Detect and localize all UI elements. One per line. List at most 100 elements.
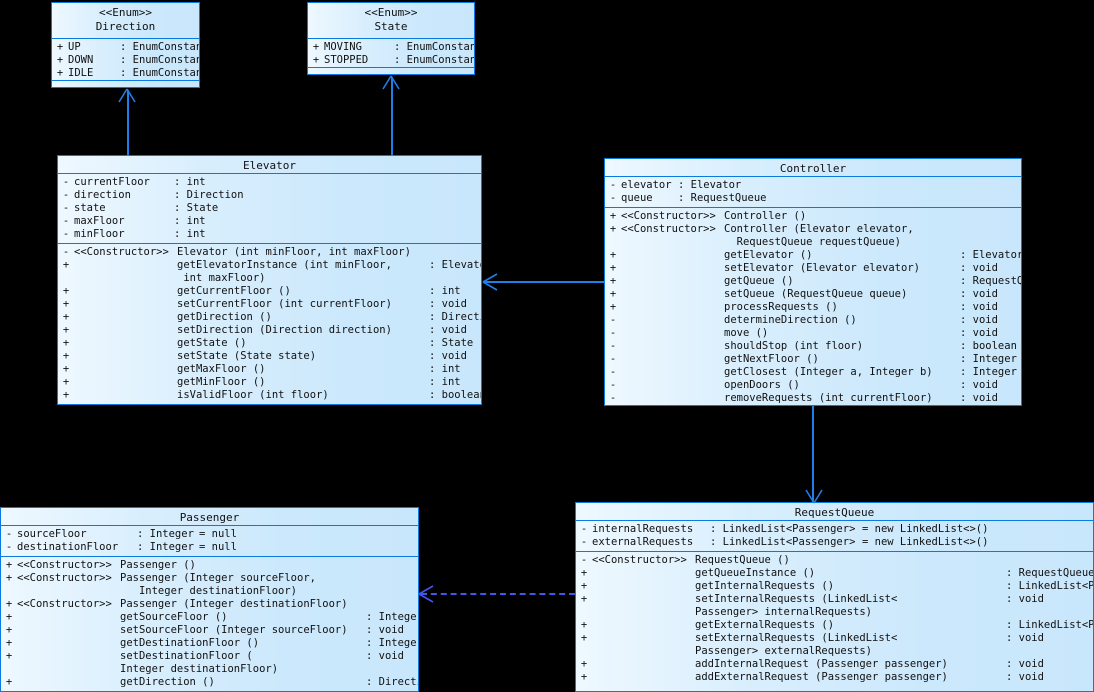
operation-row: + setState (State state) : void xyxy=(58,350,481,363)
visibility-marker: + xyxy=(312,41,320,53)
visibility-marker: - xyxy=(62,228,70,240)
visibility-marker: + xyxy=(580,593,588,605)
class-box-controller[interactable]: Controller - elevator : Elevator - queue… xyxy=(604,158,1022,406)
operation-return-type: : Direction xyxy=(429,311,481,323)
attribute-type: : int xyxy=(174,176,206,188)
operations-list: +<<Constructor>>Passenger () + <<Construct… xyxy=(1,557,418,691)
operation-signature: Passenger (Integer destinationFloor) xyxy=(120,598,348,610)
attribute-name: STOPPED xyxy=(324,54,369,66)
visibility-marker: - xyxy=(580,554,588,566)
operation-row: +setDestinationFloor ( Integer destinati… xyxy=(1,650,418,676)
operation-row: +<<Constructor>>Passenger () xyxy=(1,559,418,572)
operation-return-type: : Direction xyxy=(366,676,418,688)
operation-return-type: : Integer xyxy=(366,637,418,649)
operation-return-type: : void xyxy=(366,624,404,636)
class-box-requestqueue[interactable]: RequestQueue - internalRequests : Linked… xyxy=(575,502,1094,692)
visibility-marker: + xyxy=(62,363,70,375)
attributes-compartment-direction: + UP : EnumConstant + DOWN : EnumConstan… xyxy=(52,39,199,81)
attribute-default: = new LinkedList<>() xyxy=(862,536,989,548)
attribute-row: + IDLE : EnumConstant xyxy=(52,67,199,80)
visibility-marker: + xyxy=(62,350,70,362)
operation-signature: setQueue (RequestQueue queue) xyxy=(724,288,908,300)
operation-row: +setCurrentFloor (int currentFloor): voi… xyxy=(58,298,481,311)
visibility-marker: + xyxy=(5,598,13,610)
attribute-type: : Direction xyxy=(174,189,244,201)
operation-row: -<<Constructor>>RequestQueue () xyxy=(576,554,1093,567)
visibility-marker: + xyxy=(580,658,588,670)
operation-row: +getDestinationFloor (): Integer xyxy=(1,637,418,650)
operation-row: +getExternalRequests (): LinkedList<Pass… xyxy=(576,619,1093,632)
class-header-requestqueue: RequestQueue xyxy=(576,503,1093,521)
operation-stereotype: <<Constructor>> xyxy=(621,223,716,235)
operation-signature: shouldStop (int floor) xyxy=(724,340,864,352)
operation-signature: setSourceFloor (Integer sourceFloor) xyxy=(120,624,348,636)
visibility-marker: - xyxy=(609,392,617,404)
class-box-direction[interactable]: <<Enum>> Direction + UP : EnumConstant +… xyxy=(51,2,200,88)
class-box-state[interactable]: <<Enum>> State + MOVING : EnumConstant +… xyxy=(307,2,475,75)
operation-stereotype: <<Constructor>> xyxy=(17,598,112,610)
visibility-marker: - xyxy=(5,528,13,540)
operations-compartment-state xyxy=(308,68,474,74)
visibility-marker: - xyxy=(609,379,617,391)
attribute-name: MOVING xyxy=(324,41,362,53)
operation-row: +isValidFloor (int floor): boolean xyxy=(58,389,481,402)
operation-signature: determineDirection () xyxy=(724,314,857,326)
attribute-name: currentFloor xyxy=(74,176,150,188)
visibility-marker: + xyxy=(609,262,617,274)
operation-row: +addExternalRequest (Passenger passenger… xyxy=(576,671,1093,684)
attribute-type: : EnumConstant xyxy=(120,54,199,66)
attributes-compartment-controller: - elevator : Elevator - queue : RequestQ… xyxy=(605,177,1021,208)
visibility-marker: + xyxy=(56,54,64,66)
attribute-type: : LinkedList<Passenger> xyxy=(710,536,856,548)
operation-return-type: : void xyxy=(960,262,998,274)
operation-row: +getSourceFloor (): Integer xyxy=(1,611,418,624)
visibility-marker: + xyxy=(5,624,13,636)
operation-signature: getState () xyxy=(177,337,247,349)
operation-row: +getState (): State xyxy=(58,337,481,350)
operation-row: +setQueue (RequestQueue queue): void xyxy=(605,288,1021,301)
attribute-row: - minFloor : int xyxy=(58,228,481,241)
class-box-elevator[interactable]: Elevator - currentFloor : int - directio… xyxy=(57,155,482,405)
attribute-type: : Integer xyxy=(137,541,194,553)
attribute-name: destinationFloor xyxy=(17,541,119,553)
attributes-compartment-state: + MOVING : EnumConstant + STOPPED : Enum… xyxy=(308,39,474,68)
operation-row: +getCurrentFloor (): int xyxy=(58,285,481,298)
visibility-marker: + xyxy=(609,249,617,261)
class-header-controller: Controller xyxy=(605,159,1021,177)
operation-row: +<<Constructor>>Controller () xyxy=(605,210,1021,223)
visibility-marker: + xyxy=(609,210,617,222)
operation-signature: Elevator (int minFloor, int maxFloor) xyxy=(177,246,411,258)
visibility-marker: + xyxy=(312,54,320,66)
visibility-marker: - xyxy=(62,246,70,258)
operations-list: -<<Constructor>>RequestQueue ()+getQueue… xyxy=(576,552,1093,686)
operation-signature: setState (State state) xyxy=(177,350,317,362)
operation-row: -removeRequests (int currentFloor): void xyxy=(605,392,1021,405)
operation-return-type: : void xyxy=(429,324,467,336)
operation-row: -openDoors (): void xyxy=(605,379,1021,392)
visibility-marker: + xyxy=(62,259,70,271)
visibility-marker: - xyxy=(609,366,617,378)
operation-row: +getElevator (): Elevator xyxy=(605,249,1021,262)
class-header-direction: <<Enum>> Direction xyxy=(52,3,199,39)
attribute-type: : EnumConstant xyxy=(120,67,199,79)
visibility-marker: + xyxy=(62,311,70,323)
operation-return-type: : void xyxy=(429,350,467,362)
connector-elevator-to-direction xyxy=(127,90,129,156)
visibility-marker: + xyxy=(56,67,64,79)
attribute-row: - direction : Direction xyxy=(58,189,481,202)
attribute-name: internalRequests xyxy=(592,523,694,535)
visibility-marker: - xyxy=(62,202,70,214)
attribute-name: sourceFloor xyxy=(17,528,87,540)
attribute-default: = new LinkedList<>() xyxy=(862,523,989,535)
class-box-passenger[interactable]: Passenger - sourceFloor : Integer = null… xyxy=(0,507,419,692)
visibility-marker: + xyxy=(580,632,588,644)
attribute-name: DOWN xyxy=(68,54,94,66)
operation-return-type: : void xyxy=(960,379,998,391)
attribute-name: externalRequests xyxy=(592,536,694,548)
visibility-marker: - xyxy=(580,536,588,548)
operation-signature: Controller (Elevator elevator, RequestQu… xyxy=(724,223,914,248)
attribute-default: = null xyxy=(199,541,237,553)
visibility-marker: - xyxy=(580,523,588,535)
attribute-type: : EnumConstant xyxy=(120,41,199,53)
visibility-marker: + xyxy=(62,389,70,401)
